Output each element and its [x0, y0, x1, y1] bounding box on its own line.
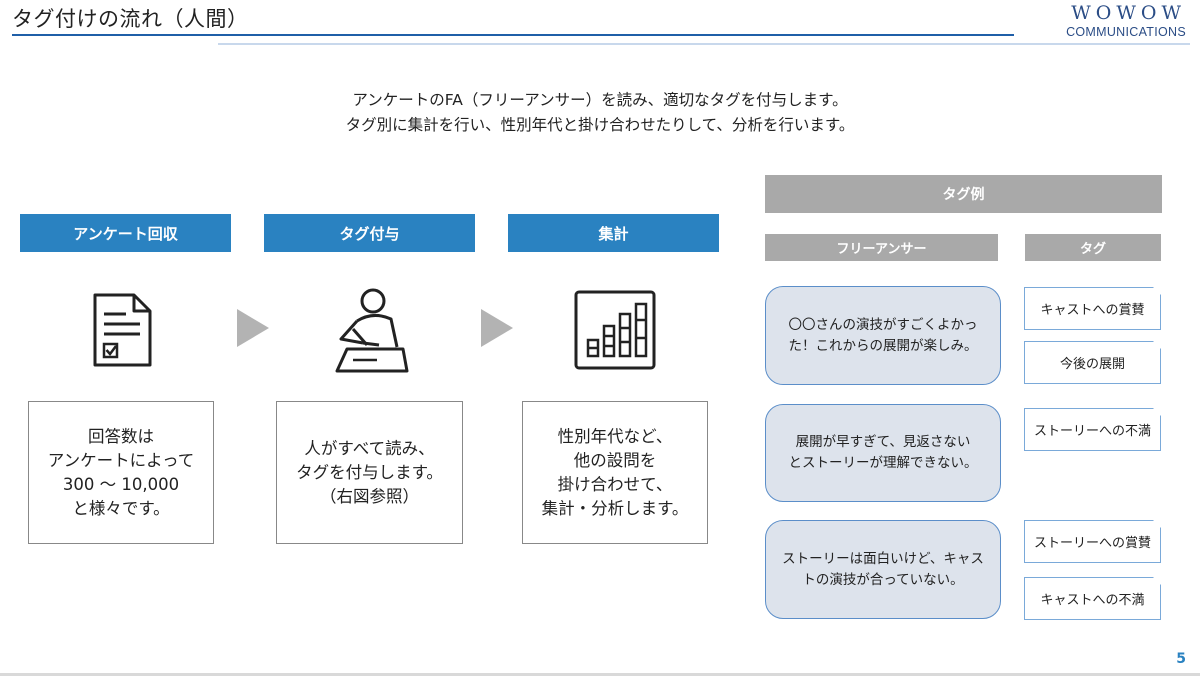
tag-card: ストーリーへの賞賛 [1024, 520, 1161, 563]
desc-line: 人がすべて読み、 [304, 438, 435, 458]
desc-line: 300 ～ 10,000 [62, 474, 180, 494]
desc-line: 掛け合わせて、 [557, 474, 673, 494]
person-writing-icon [333, 287, 409, 379]
desc-line: 回答数は [88, 426, 154, 446]
tag-card: キャストへの賞賛 [1024, 287, 1161, 330]
page-number: 5 [1176, 651, 1186, 667]
header-rule [12, 34, 1014, 36]
step-description-collect: 回答数は アンケートによって 300 ～ 10,000 と様々です。 [28, 401, 214, 544]
company-logo: WOWOW [1071, 2, 1186, 24]
desc-line: アンケートによって [47, 450, 195, 470]
intro-line-2: タグ別に集計を行い、性別年代と掛け合わせたりして、分析を行います。 [345, 116, 855, 134]
tag-example-title: タグ例 [765, 175, 1162, 213]
fa-line: ストーリーは面白いけど、キャス [782, 550, 984, 567]
desc-line: と様々です。 [72, 498, 170, 518]
desc-line: 性別年代など、 [557, 426, 673, 446]
header-rule-secondary [218, 43, 1190, 45]
document-checklist-icon [92, 292, 154, 372]
step-header-tagging: タグ付与 [264, 214, 475, 252]
step-description-tagging: 人がすべて読み、 タグを付与します。 （右図参照） [276, 401, 463, 544]
arrow-right-icon [237, 309, 269, 347]
column-header-free-answer: フリーアンサー [765, 234, 998, 261]
free-answer-bubble: 〇〇さんの演技がすごくよかっ た！これからの展開が楽しみ。 [765, 286, 1001, 385]
bar-chart-icon [574, 290, 656, 374]
desc-line: 他の設問を [573, 450, 657, 470]
footer-rule [0, 673, 1200, 676]
fa-line: とストーリーが理解できない。 [788, 455, 978, 471]
intro-line-1: アンケートのFA（フリーアンサー）を読み、適切なタグを付与します。 [352, 91, 848, 109]
fa-line: トの演技が合っていない。 [802, 571, 964, 588]
step-description-aggregate: 性別年代など、 他の設問を 掛け合わせて、 集計・分析します。 [522, 401, 708, 544]
arrow-right-icon [481, 309, 513, 347]
fa-line: 展開が早すぎて、見返さない [795, 434, 971, 450]
desc-line: 集計・分析します。 [541, 498, 689, 518]
desc-line: タグを付与します。 [296, 462, 443, 482]
company-logo-subtitle: COMMUNICATIONS [1066, 25, 1186, 39]
tag-card: ストーリーへの不満 [1024, 408, 1161, 451]
free-answer-bubble: 展開が早すぎて、見返さない とストーリーが理解できない。 [765, 404, 1001, 502]
fa-line: た！これからの展開が楽しみ。 [788, 337, 978, 354]
free-answer-bubble: ストーリーは面白いけど、キャス トの演技が合っていない。 [765, 520, 1001, 619]
step-header-aggregate: 集計 [508, 214, 719, 252]
tag-card: キャストへの不満 [1024, 577, 1161, 620]
page-title: タグ付けの流れ（人間） [12, 7, 249, 31]
step-header-collect: アンケート回収 [20, 214, 231, 252]
desc-line: （右図参照） [320, 486, 419, 506]
column-header-tag: タグ [1025, 234, 1161, 261]
tag-card: 今後の展開 [1024, 341, 1161, 384]
fa-line: 〇〇さんの演技がすごくよかっ [788, 316, 978, 333]
